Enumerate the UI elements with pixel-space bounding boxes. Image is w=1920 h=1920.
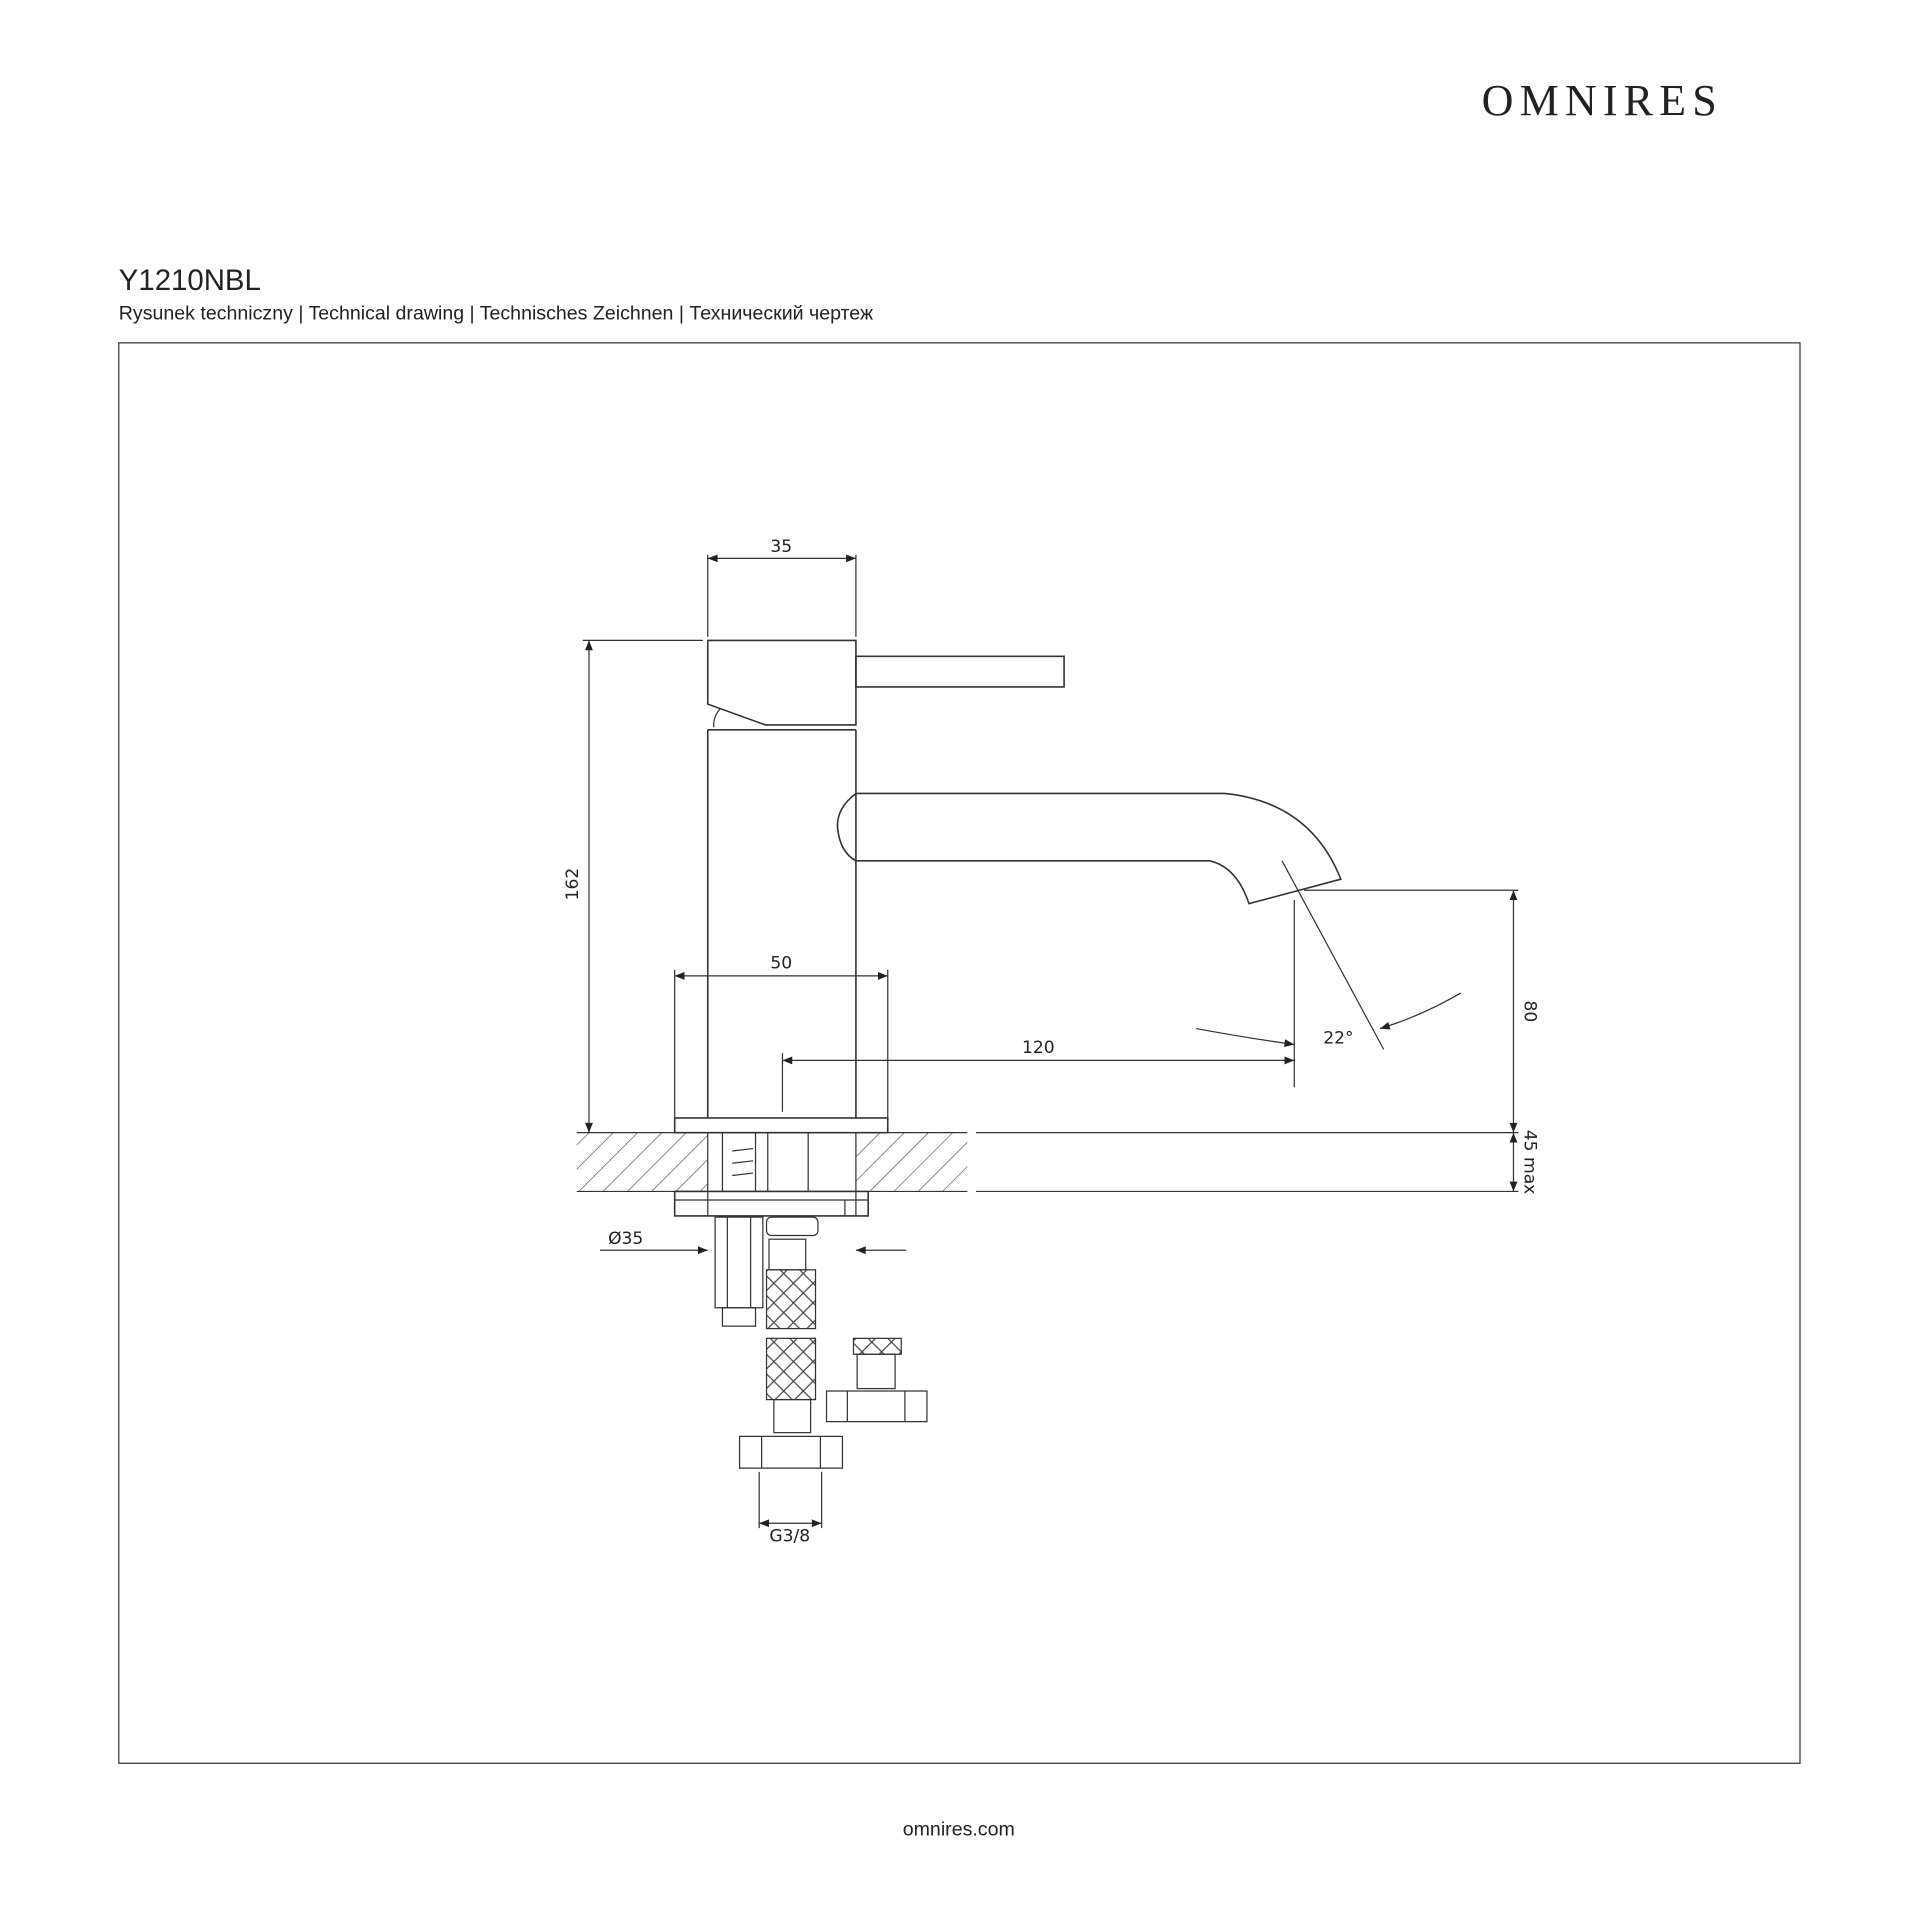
base-plate: [673, 1117, 889, 1134]
svg-text:120: 120: [1022, 1038, 1055, 1058]
dimension-spout-height: 80: [1304, 889, 1539, 1133]
svg-text:22°: 22°: [1323, 1028, 1353, 1048]
svg-text:162: 162: [563, 868, 583, 901]
hose-bottom-nut: [738, 1435, 844, 1469]
faucet-spout: [855, 792, 1342, 905]
braided-hose-upper: [765, 1269, 817, 1330]
dimension-top-width: 35: [707, 537, 857, 637]
dimension-counter-thickness: 45 max: [1509, 1130, 1539, 1195]
countertop-section-left: [576, 1132, 708, 1192]
footer-website: omnires.com: [903, 1819, 1015, 1841]
dimension-thread: G3/8: [758, 1471, 823, 1547]
mounting-plate: [673, 1190, 869, 1217]
threaded-rod: [714, 1216, 764, 1309]
svg-text:80: 80: [1519, 1001, 1539, 1023]
svg-text:Ø35: Ø35: [608, 1229, 643, 1249]
faucet-cap: [706, 639, 857, 726]
faucet-handle: [855, 655, 1065, 688]
dimension-height: 162: [563, 639, 703, 1133]
svg-text:50: 50: [770, 954, 792, 974]
svg-text:G3/8: G3/8: [769, 1527, 810, 1547]
dimension-base-width: 50: [674, 954, 889, 1118]
countertop-section-right: [855, 1132, 968, 1192]
braided-hose-lower: [765, 1337, 817, 1401]
drawing-frame: [118, 342, 1801, 1764]
svg-text:35: 35: [770, 537, 792, 557]
dimension-reach: 120: [781, 900, 1295, 1112]
faucet-body: [706, 729, 857, 1118]
svg-text:45 max: 45 max: [1519, 1130, 1539, 1195]
dimension-angle: 22°: [1196, 860, 1462, 1050]
drawing-subtitle: Rysunek techniczny | Technical drawing |…: [119, 303, 874, 325]
second-fitting-nut: [825, 1390, 928, 1423]
hose-top-nut: [765, 1216, 819, 1237]
faucet-drawing: 35 162 50 120 22°: [563, 537, 1540, 1546]
brand-logo: OMNIRES: [1482, 76, 1723, 125]
dimension-hole-diameter: Ø35: [600, 1229, 907, 1255]
product-code: Y1210NBL: [119, 264, 261, 297]
